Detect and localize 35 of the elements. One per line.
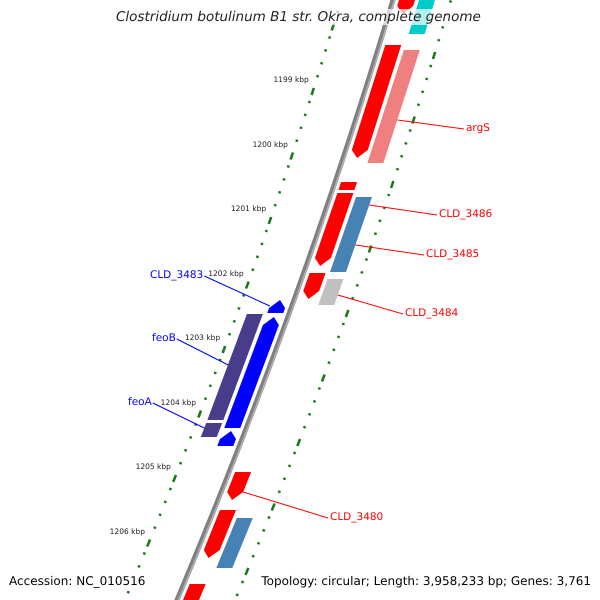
gene-bar <box>338 182 358 190</box>
gene-bar <box>224 317 279 428</box>
genome-info-text: Topology: circular; Length: 3,958,233 bp; Genes: 3,761 <box>261 574 591 588</box>
leader-line <box>368 204 438 216</box>
gene-bar <box>204 510 236 558</box>
gene-bar <box>227 472 252 500</box>
gene-bar <box>367 50 420 163</box>
gene-bar <box>314 193 354 266</box>
gene-bar <box>318 279 344 305</box>
gene-label: CLD_3484 <box>405 306 458 320</box>
leader-line <box>337 294 404 314</box>
gene-bar <box>267 300 286 313</box>
gene-label: CLD_3486 <box>439 207 492 221</box>
gene-label: CLD_3483 <box>150 268 204 282</box>
leader-line <box>152 402 205 428</box>
leader-line <box>355 244 424 256</box>
gene-label: argS <box>466 121 490 135</box>
title: Clostridium botulinum B1 str. Okra, complete genome <box>116 9 481 25</box>
leader-line <box>397 120 464 130</box>
gene-label: CLD_3480 <box>330 510 384 524</box>
gene-bar <box>330 197 372 272</box>
gene-label: feoB <box>152 331 176 345</box>
gene-bar <box>303 273 326 299</box>
gene-label: feoA <box>128 395 152 409</box>
gene-bar <box>352 45 402 158</box>
gene-bar <box>200 423 222 437</box>
gene-bar <box>207 314 263 420</box>
leader-line <box>242 492 328 518</box>
gene-bar <box>217 431 236 446</box>
gene-label: CLD_3485 <box>426 247 480 261</box>
accession-text: Accession: NC_010516 <box>9 574 146 588</box>
gene-bar <box>216 518 253 568</box>
leader-line <box>176 338 229 366</box>
gene-bar <box>182 584 206 600</box>
leader-line <box>204 276 270 306</box>
